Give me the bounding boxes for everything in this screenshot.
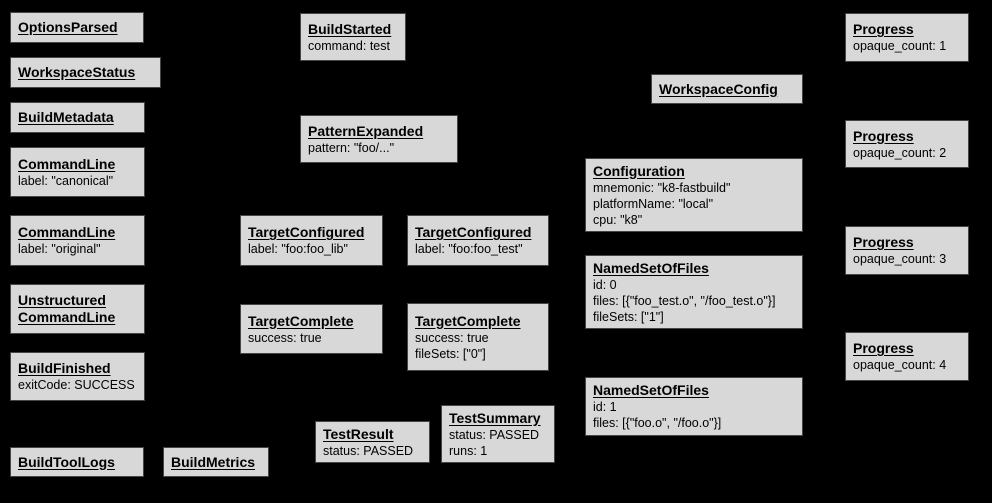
node-named-set-of-files-1: NamedSetOfFiles id: 1 files: [{"foo.o", … — [585, 377, 803, 436]
node-title: NamedSetOfFiles — [593, 259, 709, 276]
node-title: TargetConfigured — [415, 224, 532, 240]
node-title: TargetConfigured — [248, 224, 365, 240]
node-build-started: BuildStarted command: test — [300, 13, 406, 61]
node-title: Progress — [853, 21, 914, 37]
node-title: TestSummary — [449, 409, 541, 426]
node-test-summary: TestSummary status: PASSED runs: 1 — [441, 405, 555, 463]
node-title: OptionsParsed — [18, 19, 118, 35]
node-title: Configuration — [593, 162, 685, 179]
node-title: BuildFinished — [18, 360, 111, 376]
node-build-tool-logs: BuildToolLogs — [10, 447, 144, 477]
node-field: success: true — [248, 330, 322, 345]
node-title: Progress — [853, 127, 914, 144]
node-field: exitCode: SUCCESS — [18, 378, 135, 392]
node-field: label: "canonical" — [18, 173, 114, 188]
node-field: files: [{"foo.o", "/foo.o"}] — [593, 416, 722, 430]
node-title: NamedSetOfFiles — [593, 382, 709, 398]
node-field: runs: 1 — [449, 443, 488, 458]
node-field: label: "foo:foo_lib" — [248, 242, 348, 256]
node-title: TestResult — [323, 425, 394, 442]
node-field: fileSets: ["0"] — [415, 346, 486, 361]
node-title: BuildStarted — [308, 20, 392, 37]
node-field: files: [{"foo_test.o", "/foo_test.o"}] — [593, 293, 776, 308]
node-title: PatternExpanded — [308, 122, 424, 139]
node-workspace-config: WorkspaceConfig — [651, 74, 803, 104]
node-target-complete-foo-test: TargetComplete success: true fileSets: [… — [407, 303, 549, 371]
node-title: WorkspaceConfig — [659, 80, 778, 97]
node-named-set-of-files-0: NamedSetOfFiles id: 0 files: [{"foo_test… — [585, 255, 803, 329]
node-target-configured-foo-lib: TargetConfigured label: "foo:foo_lib" — [240, 215, 383, 266]
node-field: id: 0 — [593, 277, 617, 292]
node-title: Progress — [853, 340, 914, 356]
node-configuration: Configuration mnemonic: "k8-fastbuild" p… — [585, 158, 803, 232]
node-title: TargetComplete — [248, 312, 354, 329]
node-title: CommandLine — [18, 309, 116, 325]
node-field: status: PASSED — [323, 443, 414, 458]
node-title: TargetComplete — [415, 312, 521, 329]
node-title: BuildMetadata — [18, 109, 114, 125]
node-options-parsed: OptionsParsed — [10, 12, 144, 43]
node-progress-3: Progress opaque_count: 3 — [845, 226, 969, 275]
node-command-line-canonical: CommandLine label: "canonical" — [10, 147, 145, 197]
node-field: command: test — [308, 38, 390, 53]
node-field: opaque_count: 3 — [853, 252, 947, 266]
node-target-configured-foo-test: TargetConfigured label: "foo:foo_test" — [407, 215, 549, 266]
node-field: success: true — [415, 330, 489, 345]
node-title: BuildToolLogs — [18, 453, 115, 470]
node-field: cpu: "k8" — [593, 212, 643, 227]
node-field: opaque_count: 4 — [853, 358, 947, 372]
node-field: opaque_count: 1 — [853, 39, 947, 53]
node-field: platformName: "local" — [593, 196, 714, 211]
node-title: CommandLine — [18, 155, 116, 172]
node-command-line-original: CommandLine label: "original" — [10, 215, 145, 266]
node-field: opaque_count: 2 — [853, 145, 947, 160]
node-field: status: PASSED — [449, 427, 540, 442]
node-build-metadata: BuildMetadata — [10, 102, 145, 133]
node-title: Unstructured — [18, 292, 106, 308]
node-progress-4: Progress opaque_count: 4 — [845, 332, 969, 381]
node-target-complete-foo-lib: TargetComplete success: true — [240, 304, 383, 354]
node-build-finished: BuildFinished exitCode: SUCCESS — [10, 352, 145, 401]
node-field: label: "original" — [18, 242, 101, 256]
node-title: CommandLine — [18, 224, 116, 240]
node-workspace-status: WorkspaceStatus — [10, 57, 161, 88]
node-pattern-expanded: PatternExpanded pattern: "foo/..." — [300, 115, 458, 163]
node-field: mnemonic: "k8-fastbuild" — [593, 180, 731, 195]
node-build-metrics: BuildMetrics — [163, 447, 269, 477]
node-progress-1: Progress opaque_count: 1 — [845, 13, 969, 62]
node-unstructured-command-line: Unstructured CommandLine — [10, 284, 145, 334]
node-title: WorkspaceStatus — [18, 64, 136, 80]
node-test-result: TestResult status: PASSED — [315, 421, 430, 463]
node-field: fileSets: ["1"] — [593, 309, 664, 324]
node-field: pattern: "foo/..." — [308, 140, 395, 155]
node-progress-2: Progress opaque_count: 2 — [845, 120, 969, 168]
node-field: id: 1 — [593, 400, 617, 414]
node-title: BuildMetrics — [171, 453, 256, 470]
node-title: Progress — [853, 234, 914, 250]
node-field: label: "foo:foo_test" — [415, 242, 523, 256]
